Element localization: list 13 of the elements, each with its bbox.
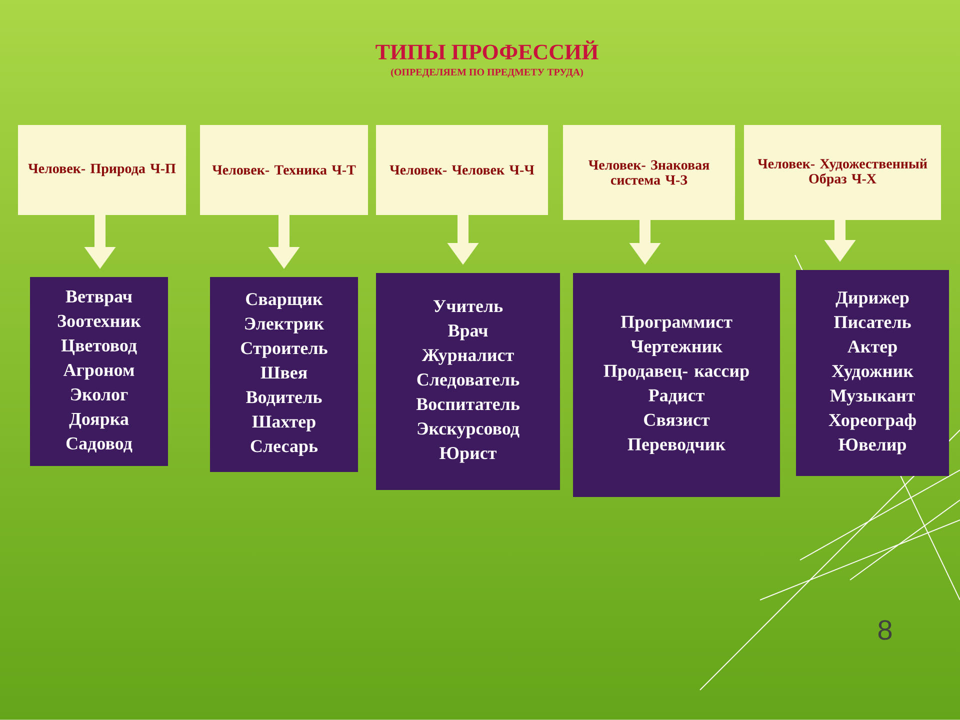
category-box: Человек- Человек Ч-Ч [376, 125, 548, 215]
profession-list-box: Программист Чертежник Продавец- кассир Радист Связист Переводчик [573, 273, 780, 497]
profession-list-box: Учитель Врач Журналист Следователь Воспитатель Экскурсовод Юрист [376, 273, 560, 490]
category-box: Человек- Художественный Образ Ч-Х [744, 125, 942, 220]
page-number: 8 [878, 620, 892, 640]
title: ТИПЫ ПРОФЕССИЙ [376, 40, 598, 60]
profession-list-box: Сварщик Электрик Строитель Швея Водитель Шахтер Слесарь [210, 277, 358, 472]
category-box: Человек- Знаковая система Ч-З [563, 125, 735, 220]
profession-list-box: Дирижер Писатель Актер Художник Музыкант Хореограф Ювелир [796, 270, 949, 476]
category-box: Человек- Природа Ч-П [18, 125, 186, 215]
profession-list-box: Ветврач Зоотехник Цветовод Агроном Эколог Доярка Садовод [30, 277, 168, 466]
category-box: Человек- Техника Ч-Т [200, 125, 368, 215]
subtitle: (ОПРЕДЕЛЯЕМ ПО ПРЕДМЕТУ ТРУДА) [391, 68, 583, 78]
